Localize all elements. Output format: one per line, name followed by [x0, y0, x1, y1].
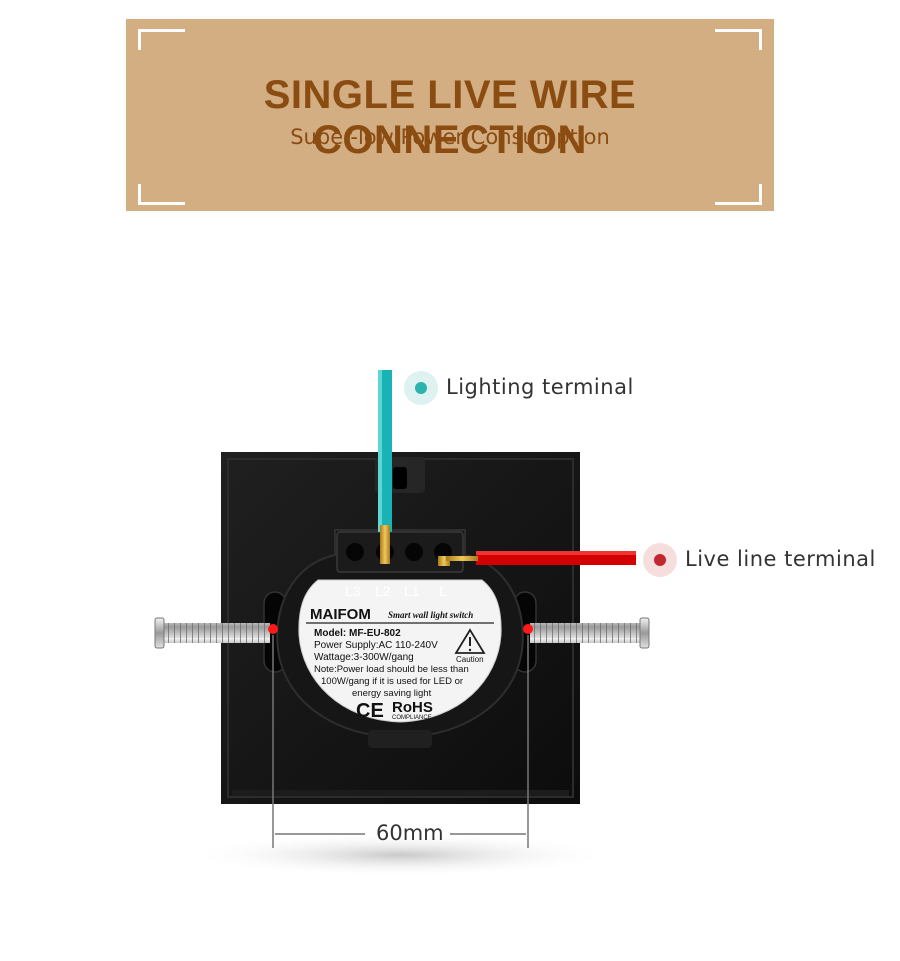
right-mount-marker	[523, 624, 533, 634]
corner-bracket-bottom-left	[138, 184, 185, 205]
terminal-label-l: L	[439, 583, 447, 599]
terminal-label-l2: L2	[375, 583, 391, 599]
label-note-line3: energy saving light	[352, 688, 432, 699]
ce-mark: CE	[356, 700, 384, 722]
corner-bracket-top-right	[715, 29, 762, 50]
product-label	[298, 579, 502, 723]
right-screw	[530, 617, 650, 649]
banner-title: SINGLE LIVE WIRE CONNECTION	[263, 73, 637, 162]
label-model: Model: MF-EU-802	[314, 628, 401, 639]
label-caution: Caution	[456, 655, 484, 664]
live-terminal-marker	[643, 543, 677, 577]
dimension-label: 60mm	[376, 821, 444, 845]
label-wattage: Wattage:3-300W/gang	[314, 652, 414, 663]
banner-subtitle: Super-low Power Consumption	[290, 125, 610, 149]
corner-bracket-bottom-right	[715, 184, 762, 205]
rohs-mark: RoHS	[392, 699, 433, 716]
label-power-supply: Power Supply:AC 110-240V	[314, 640, 438, 651]
terminal-block	[336, 531, 464, 573]
corner-bracket-top-left	[138, 29, 185, 50]
lighting-terminal-label: Lighting terminal	[446, 375, 634, 399]
label-note-line2: 100W/gang if it is used for LED or	[321, 676, 464, 687]
rohs-compliance: COMPLIANCE	[392, 715, 432, 721]
floor-shadow	[185, 833, 615, 877]
left-mount-marker	[268, 624, 278, 634]
terminal-label-l3: L3	[345, 583, 361, 599]
label-note-line1: Note:Power load should be less than	[314, 664, 469, 675]
lighting-terminal-marker	[404, 371, 438, 405]
live-terminal-label: Live line terminal	[685, 547, 876, 571]
terminal-label-l1: L1	[404, 583, 420, 599]
label-brand: MAIFOM	[310, 606, 371, 623]
caution-icon	[454, 628, 486, 654]
left-screw	[154, 617, 270, 649]
label-tagline: Smart wall light switch	[388, 610, 474, 620]
header-banner: SINGLE LIVE WIRE CONNECTION Super-low Po…	[126, 19, 774, 211]
